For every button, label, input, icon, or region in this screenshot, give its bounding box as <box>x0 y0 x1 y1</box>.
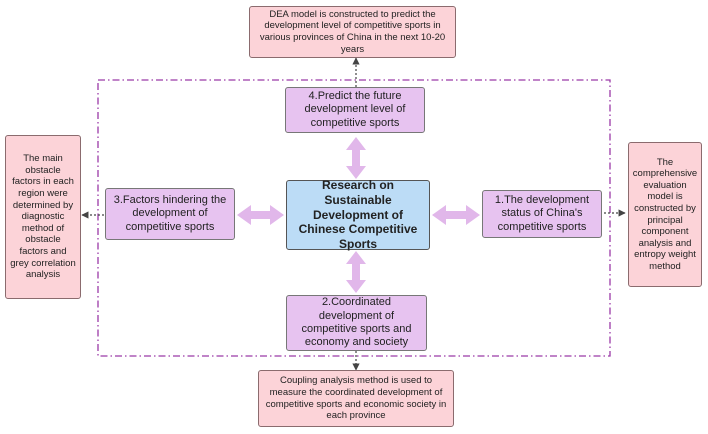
center-research-title: Research on Sustainable Development of C… <box>298 178 418 251</box>
step-box-1: 1.The development status of China's comp… <box>482 190 602 238</box>
step-4-text: 4.Predict the future development level o… <box>304 89 406 129</box>
method-box-right: The comprehensive evaluation model is co… <box>628 142 702 287</box>
double-arrow-left <box>237 205 284 225</box>
method-box-bottom: Coupling analysis method is used to meas… <box>258 370 454 427</box>
center-research-box: Research on Sustainable Development of C… <box>286 178 430 251</box>
double-arrow-top <box>346 137 366 179</box>
method-box-left: The main obstacle factors in each region… <box>5 135 81 299</box>
dashed-frame <box>97 79 611 357</box>
method-box-top: DEA model is constructed to predict the … <box>249 6 456 58</box>
double-arrow-bottom <box>346 251 366 293</box>
step-1-text: 1.The development status of China's comp… <box>494 193 590 233</box>
step-box-2: 2.Coordinated development of competitive… <box>286 295 427 351</box>
method-top-text: DEA model is constructed to predict the … <box>259 8 446 55</box>
step-box-4: 4.Predict the future development level o… <box>285 87 425 133</box>
step-box-3: 3.Factors hindering the development of c… <box>105 188 235 240</box>
method-left-text: The main obstacle factors in each region… <box>10 153 76 281</box>
method-bottom-text: Coupling analysis method is used to meas… <box>265 375 447 422</box>
method-right-text: The comprehensive evaluation model is co… <box>632 156 698 272</box>
step-3-text: 3.Factors hindering the development of c… <box>113 193 227 233</box>
step-2-text: 2.Coordinated development of competitive… <box>301 296 412 349</box>
double-arrow-right <box>432 205 480 225</box>
